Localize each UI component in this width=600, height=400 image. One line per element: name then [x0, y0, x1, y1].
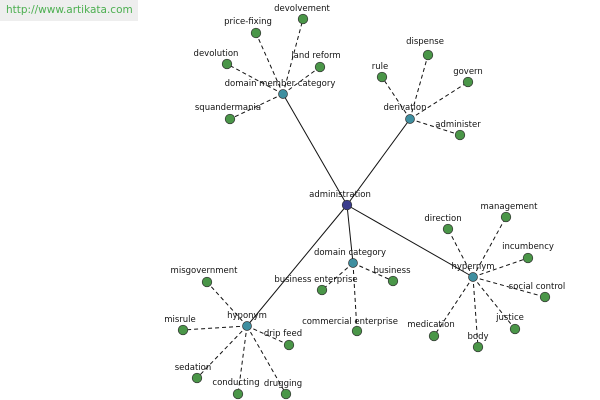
leaf-node-management[interactable]: [500, 211, 512, 223]
leaf-label-govern: govern: [453, 67, 483, 77]
edge-hyper-management: [472, 216, 507, 278]
root-node-administration[interactable]: [341, 199, 353, 211]
leaf-label-devolution: devolution: [194, 49, 239, 59]
leaf-node-dispense[interactable]: [422, 49, 434, 61]
edge-root-dmc: [282, 93, 348, 206]
leaf-node-drip-feed[interactable]: [283, 339, 295, 351]
relation-node-hyper[interactable]: [468, 272, 478, 282]
leaf-label-direction: direction: [424, 214, 461, 224]
edge-root-hypo: [246, 204, 348, 327]
leaf-label-social-control: social control: [509, 282, 565, 292]
root-label: administration: [309, 190, 371, 200]
leaf-label-justice: justice: [495, 313, 524, 323]
leaf-label-misrule: misrule: [164, 315, 196, 325]
leaf-label-sedation: sedation: [175, 363, 212, 373]
leaf-node-sedation[interactable]: [191, 372, 203, 384]
edge-root-hyper: [346, 204, 474, 278]
edge-dmc-devolution: [226, 63, 284, 95]
leaf-label-dispense: dispense: [406, 37, 444, 47]
leaf-label-misgovernment: misgovernment: [171, 266, 239, 276]
relation-node-dmc[interactable]: [278, 89, 288, 99]
leaf-node-medication[interactable]: [428, 330, 440, 342]
leaf-label-rule: rule: [372, 62, 388, 72]
edge-hypo-misgovernment: [206, 281, 248, 327]
leaf-node-conducting[interactable]: [232, 388, 244, 400]
edge-root-dc: [346, 204, 354, 264]
edge-hyper-social-control: [472, 276, 546, 298]
edge-hyper-incumbency: [472, 257, 529, 278]
leaf-label-business-enterprise: business enterprise: [274, 275, 357, 285]
source-url-banner[interactable]: http://www.artikata.com: [0, 0, 138, 21]
relation-label-hypo: hyponym: [227, 311, 267, 321]
edge-hyper-body: [472, 276, 479, 348]
edge-dmc-land-reform: [282, 66, 321, 95]
leaf-node-devolvement[interactable]: [297, 13, 309, 25]
leaf-node-land-reform[interactable]: [314, 61, 326, 73]
graph-labels: domain member category devolvementprice-f…: [164, 4, 565, 389]
leaf-node-misrule[interactable]: [177, 324, 189, 336]
leaf-node-body[interactable]: [472, 341, 484, 353]
relation-label-dmc: domain member category: [225, 79, 336, 89]
edge-hypo-misrule: [182, 325, 248, 331]
leaf-node-commercial-enterprise[interactable]: [351, 325, 363, 337]
leaf-node-misgovernment[interactable]: [201, 276, 213, 288]
edge-hyper-direction: [447, 228, 474, 278]
graph-edges: [182, 18, 546, 395]
leaf-node-business[interactable]: [387, 275, 399, 287]
relation-label-hyper: hypernym: [451, 262, 494, 272]
leaf-label-medication: medication: [407, 320, 454, 330]
edge-hyper-medication: [433, 276, 474, 337]
leaf-node-drugging[interactable]: [280, 388, 292, 400]
relation-label-der: derivation: [383, 103, 426, 113]
leaf-node-govern[interactable]: [462, 76, 474, 88]
edge-root-der: [346, 118, 411, 206]
relation-node-dc[interactable]: [348, 258, 358, 268]
leaf-node-social-control[interactable]: [539, 291, 551, 303]
leaf-node-incumbency[interactable]: [522, 252, 534, 264]
leaf-label-management: management: [481, 202, 539, 212]
leaf-label-business: business: [373, 266, 411, 276]
edge-der-administer: [409, 118, 461, 136]
leaf-node-rule[interactable]: [376, 71, 388, 83]
edge-hypo-drip-feed: [246, 325, 290, 346]
leaf-node-business-enterprise[interactable]: [316, 284, 328, 296]
edge-hypo-sedation: [196, 325, 248, 379]
edge-hypo-conducting: [237, 325, 248, 395]
leaf-node-squandermania[interactable]: [224, 113, 236, 125]
edge-der-rule: [381, 76, 411, 120]
relation-node-hypo[interactable]: [242, 321, 252, 331]
leaf-label-commercial-enterprise: commercial enterprise: [302, 317, 398, 327]
leaf-label-drip-feed: drip feed: [264, 329, 302, 339]
leaf-label-incumbency: incumbency: [502, 242, 554, 252]
graph-nodes: [177, 13, 551, 400]
edge-dc-business: [352, 262, 394, 282]
leaf-label-devolvement: devolvement: [274, 4, 330, 14]
relation-label-dc: domain category: [314, 248, 386, 258]
leaf-label-administer: administer: [435, 120, 481, 130]
leaf-node-administer[interactable]: [454, 129, 466, 141]
edge-der-govern: [409, 81, 469, 120]
leaf-node-devolution[interactable]: [221, 58, 233, 70]
edge-dmc-squandermania: [229, 93, 284, 120]
edge-dmc-devolvement: [282, 18, 304, 95]
leaf-label-drugging: drugging: [264, 379, 302, 389]
leaf-label-squandermania: squandermania: [195, 103, 261, 113]
leaf-node-direction[interactable]: [442, 223, 454, 235]
relation-node-der[interactable]: [405, 114, 415, 124]
leaf-label-price-fixing: price-fixing: [224, 17, 272, 27]
edge-hypo-drugging: [246, 325, 287, 395]
leaf-node-justice[interactable]: [509, 323, 521, 335]
leaf-label-land-reform: land reform: [291, 51, 340, 61]
leaf-node-price-fixing[interactable]: [250, 27, 262, 39]
leaf-label-body: body: [467, 332, 488, 342]
leaf-label-conducting: conducting: [212, 378, 259, 388]
edge-dc-commercial-enterprise: [352, 262, 358, 332]
